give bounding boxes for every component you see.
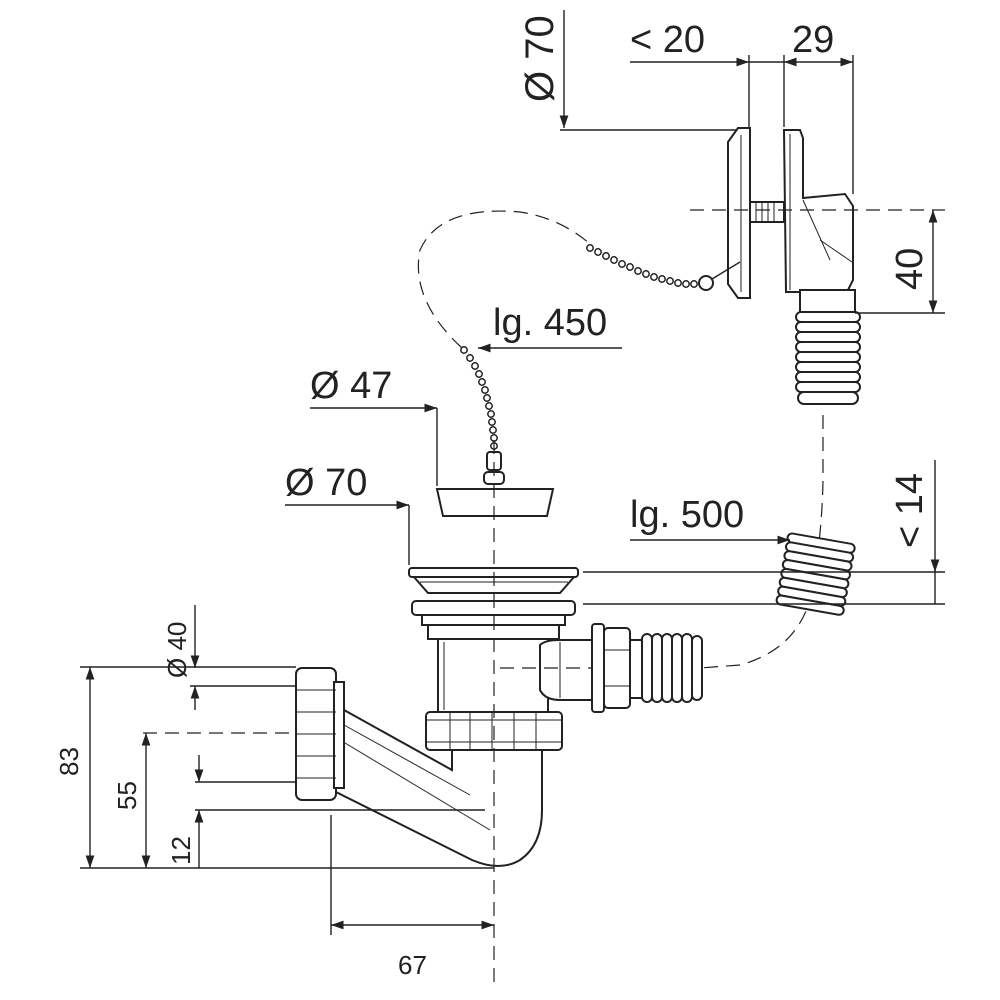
outlet-nut [295,667,345,801]
chain [417,210,741,485]
connector-hose-corrugated [641,633,703,703]
label-height-outlet: 55 [112,781,142,810]
label-height-total: 83 [54,747,84,776]
label-flange-thickness: < 14 [889,473,931,548]
label-outlet-diameter: Ø 40 [162,622,192,678]
overflow-hose-corrugated [795,311,861,405]
label-offset-horizontal: 67 [398,950,427,980]
label-hose-length: lg. 500 [630,494,744,536]
label-height-bottom: 12 [166,836,196,865]
label-chain-length: lg. 450 [493,302,607,344]
overflow-assembly [727,127,856,315]
label-overflow-width: 29 [792,19,834,61]
hose-end-corrugated [775,532,856,616]
dimension-lines [80,10,945,935]
waste-body [437,623,643,713]
label-plug-diameter: Ø 47 [310,365,392,407]
label-overflow-diameter: Ø 70 [518,15,562,102]
label-flange-diameter: Ø 70 [285,462,367,504]
plug [435,488,555,517]
elbow-pipe [330,708,543,867]
label-overflow-depth: < 20 [630,19,705,61]
label-overflow-height: 40 [889,248,931,290]
